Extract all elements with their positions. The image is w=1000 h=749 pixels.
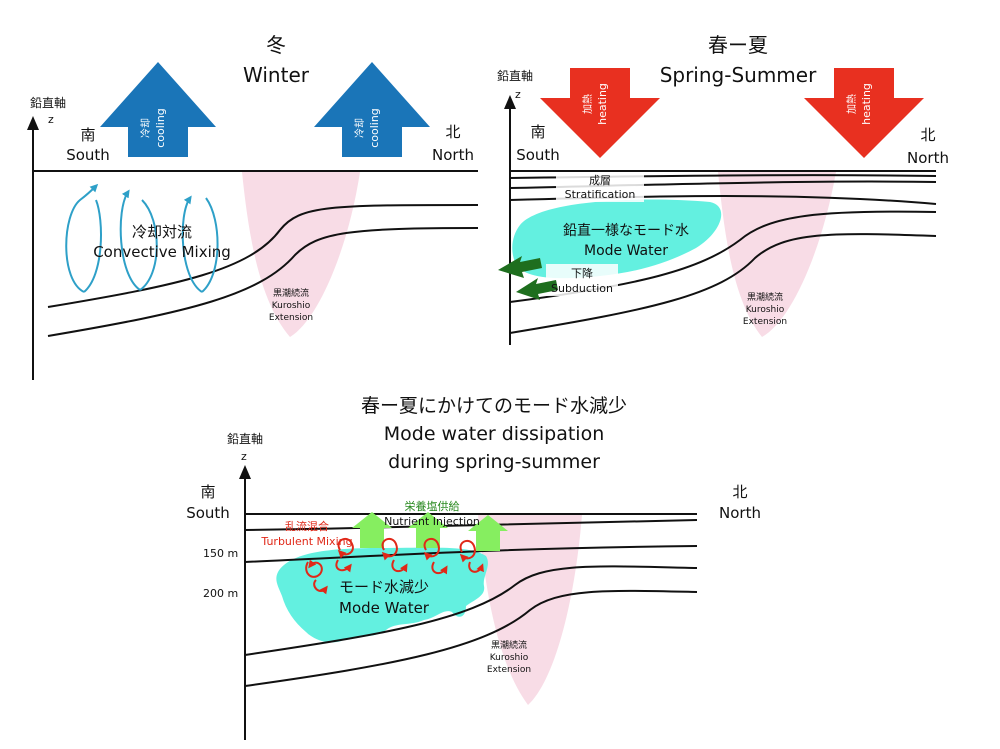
spring-heating-arrow-north: 加熱 heating bbox=[804, 68, 924, 158]
winter-south-ja: 南 bbox=[80, 126, 95, 144]
depth-label-150: 150 m bbox=[203, 547, 238, 560]
winter-kuroshio-en2: Extension bbox=[269, 313, 313, 323]
dissipation-isopycnal-2 bbox=[244, 589, 698, 687]
spring-heating-label-ja-2: 加熱 bbox=[845, 94, 858, 114]
winter-mixing-ja: 冷却対流 bbox=[132, 223, 192, 241]
dissipation-kuroshio-en2: Extension bbox=[487, 665, 531, 675]
winter-north-ja: 北 bbox=[445, 123, 460, 141]
winter-mixing-en: Convective Mixing bbox=[93, 243, 231, 261]
dissipation-title-en2: during spring-summer bbox=[388, 451, 600, 473]
dissipation-title-en1: Mode water dissipation bbox=[384, 423, 605, 445]
dissipation-strat-line-2 bbox=[244, 545, 698, 563]
depth-label-200: 200 m bbox=[203, 587, 238, 600]
spring-strat-en: Stratification bbox=[565, 188, 636, 201]
winter-vertical-axis bbox=[27, 116, 39, 380]
spring-panel: 鉛直軸 z 春ー夏 Spring-Summer 南 South 北 North … bbox=[497, 33, 949, 345]
winter-cooling-label-ja-2: 冷却 bbox=[353, 118, 366, 138]
spring-mode-water bbox=[512, 199, 722, 279]
spring-south-ja: 南 bbox=[530, 123, 545, 141]
spring-heating-label-en: heating bbox=[596, 83, 609, 125]
spring-heating-arrow-south: 加熱 heating bbox=[540, 68, 660, 158]
dissipation-axis-z: z bbox=[241, 450, 247, 463]
winter-cooling-label-en-2: cooling bbox=[368, 108, 381, 148]
winter-axis-z: z bbox=[48, 113, 54, 126]
dissipation-mode-en: Mode Water bbox=[339, 599, 430, 617]
dissipation-panel: 春ー夏にかけてのモード水減少 Mode water dissipation du… bbox=[186, 395, 761, 740]
spring-subd-ja: 下降 bbox=[571, 266, 593, 280]
dissipation-vertical-axis bbox=[239, 465, 251, 740]
spring-south-en: South bbox=[516, 146, 560, 164]
dissipation-isopycnal-1 bbox=[244, 565, 698, 656]
nutrient-label-en: Nutrient Injection bbox=[384, 515, 480, 528]
spring-strat-ja: 成層 bbox=[589, 174, 611, 187]
spring-title-en: Spring-Summer bbox=[660, 63, 817, 87]
winter-axis-label: 鉛直軸 bbox=[30, 96, 66, 110]
nutrient-arrow-2 bbox=[408, 512, 448, 548]
turbulent-swirls bbox=[305, 537, 484, 595]
spring-axis-label: 鉛直軸 bbox=[497, 69, 533, 83]
winter-south-en: South bbox=[66, 146, 110, 164]
spring-title-ja: 春ー夏 bbox=[708, 33, 768, 57]
spring-kuroshio-ja: 黒潮続流 bbox=[747, 291, 783, 303]
spring-mode-en: Mode Water bbox=[584, 243, 668, 259]
spring-subd-label-bg bbox=[546, 264, 618, 296]
winter-isopycnal-2 bbox=[47, 227, 479, 337]
dissipation-kuroshio-en1: Kuroshio bbox=[490, 653, 529, 663]
winter-convective-swirls bbox=[65, 183, 219, 293]
dissipation-title-ja: 春ー夏にかけてのモード水減少 bbox=[361, 395, 627, 417]
winter-kuroshio-en1: Kuroshio bbox=[272, 301, 311, 311]
dissipation-mode-ja: モード水減少 bbox=[339, 578, 429, 596]
spring-isopycnal-2 bbox=[509, 233, 937, 334]
winter-cooling-label-en: cooling bbox=[154, 108, 167, 148]
dissipation-north-en: North bbox=[719, 504, 761, 522]
winter-title-ja: 冬 bbox=[266, 33, 286, 57]
dissipation-kuroshio-ja: 黒潮続流 bbox=[491, 639, 527, 651]
spring-strat-label-bg bbox=[556, 172, 644, 202]
nutrient-label-ja: 栄養塩供給 bbox=[405, 499, 460, 513]
spring-kuroshio-en2: Extension bbox=[743, 317, 787, 327]
spring-mode-ja: 鉛直一様なモード水 bbox=[563, 222, 689, 239]
winter-kuroshio-ja: 黒潮続流 bbox=[273, 287, 309, 299]
winter-cooling-arrow-north: 冷却 cooling bbox=[314, 62, 430, 157]
dissipation-south-en: South bbox=[186, 504, 230, 522]
spring-north-en: North bbox=[907, 149, 949, 167]
spring-vertical-axis bbox=[504, 95, 516, 345]
turb-label-en: Turbulent Mixing bbox=[260, 535, 352, 548]
spring-heating-label-ja: 加熱 bbox=[581, 94, 594, 114]
winter-isopycnal-1 bbox=[47, 204, 479, 308]
spring-heating-label-en-2: heating bbox=[860, 83, 873, 125]
turb-label-ja: 乱流混合 bbox=[285, 519, 329, 533]
spring-axis-z: z bbox=[515, 88, 521, 101]
winter-title-en: Winter bbox=[243, 63, 310, 87]
spring-subduction-arrows bbox=[498, 256, 558, 300]
nutrient-arrow-1 bbox=[352, 512, 392, 548]
dissipation-north-ja: 北 bbox=[732, 483, 747, 501]
dissipation-axis-label: 鉛直軸 bbox=[227, 432, 263, 446]
spring-kuroshio-en1: Kuroshio bbox=[746, 305, 785, 315]
spring-subd-en: Subduction bbox=[551, 282, 613, 295]
nutrient-arrows bbox=[352, 512, 508, 551]
spring-kuroshio-region bbox=[718, 172, 836, 337]
winter-cooling-label-ja: 冷却 bbox=[139, 118, 152, 138]
spring-north-ja: 北 bbox=[920, 126, 935, 144]
winter-cooling-arrow-south: 冷却 cooling bbox=[100, 62, 216, 157]
nutrient-arrow-3 bbox=[468, 515, 508, 551]
winter-kuroshio-region bbox=[242, 172, 360, 337]
winter-panel: 鉛直軸 z 冬 Winter 南 South 北 North 冷却 coolin… bbox=[27, 33, 479, 380]
winter-north-en: North bbox=[432, 146, 474, 164]
dissipation-south-ja: 南 bbox=[200, 483, 215, 501]
